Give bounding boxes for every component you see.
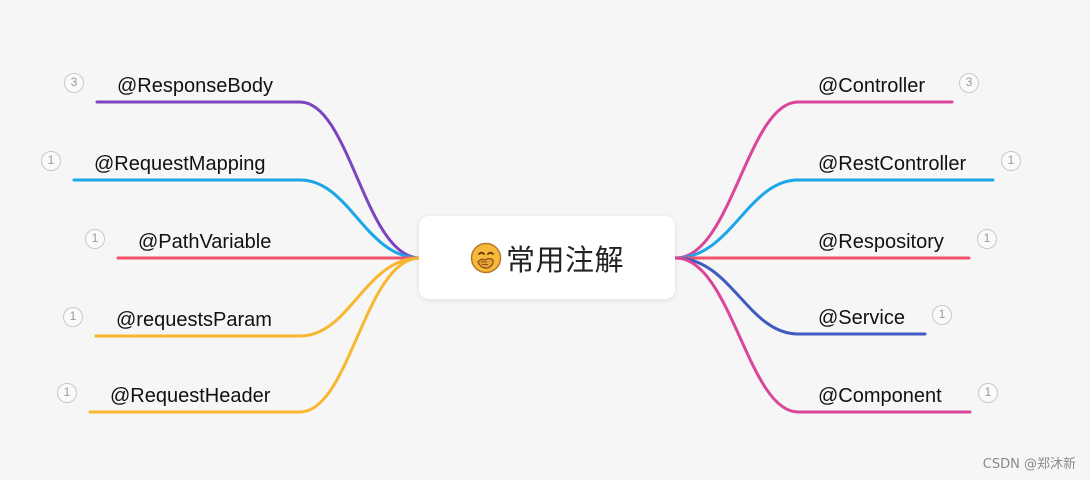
right-branch-label[interactable]: @Respository — [818, 231, 944, 253]
left-branch-count-badge[interactable]: 1 — [85, 229, 105, 249]
left-branch-count-badge[interactable]: 1 — [63, 307, 83, 327]
right-branch-count-badge[interactable]: 1 — [932, 305, 952, 325]
left-branch-connector — [72, 178, 422, 260]
left-branch-label[interactable]: @requestsParam — [116, 309, 272, 331]
left-branch-label[interactable]: @ResponseBody — [117, 75, 273, 97]
right-branch-label[interactable]: @Service — [818, 307, 905, 329]
right-branch-label[interactable]: @Controller — [818, 75, 926, 97]
watermark: CSDN @郑沐新 — [982, 457, 1076, 472]
right-branch-connector — [674, 256, 972, 414]
right-branch-label[interactable]: @RestController — [818, 153, 967, 175]
central-topic-title: 常用注解 — [505, 242, 624, 277]
right-branch-connector — [674, 100, 954, 260]
right-branch-count-badge[interactable]: 3 — [959, 73, 979, 93]
right-branch-count-badge[interactable]: 1 — [978, 383, 998, 403]
left-branch-connector — [88, 256, 422, 414]
left-branch-label[interactable]: @RequestHeader — [110, 385, 271, 407]
left-branch-label[interactable]: @RequestMapping — [94, 153, 266, 175]
left-branch-connector — [94, 256, 422, 338]
left-branch-count-badge[interactable]: 1 — [57, 383, 77, 403]
central-topic[interactable]: 常用注解 — [419, 216, 675, 299]
left-branch-count-badge[interactable]: 3 — [64, 73, 84, 93]
left-branch-label[interactable]: @PathVariable — [138, 231, 272, 253]
right-branch-connector — [674, 256, 927, 336]
right-branch-connector — [674, 178, 995, 260]
right-branch-label[interactable]: @Component — [818, 385, 942, 407]
right-branch-count-badge[interactable]: 1 — [977, 229, 997, 249]
right-branch-count-badge[interactable]: 1 — [1001, 151, 1021, 171]
face-with-hand-over-mouth-icon — [470, 242, 502, 273]
left-branch-connector — [95, 100, 422, 260]
left-branch-count-badge[interactable]: 1 — [41, 151, 61, 171]
